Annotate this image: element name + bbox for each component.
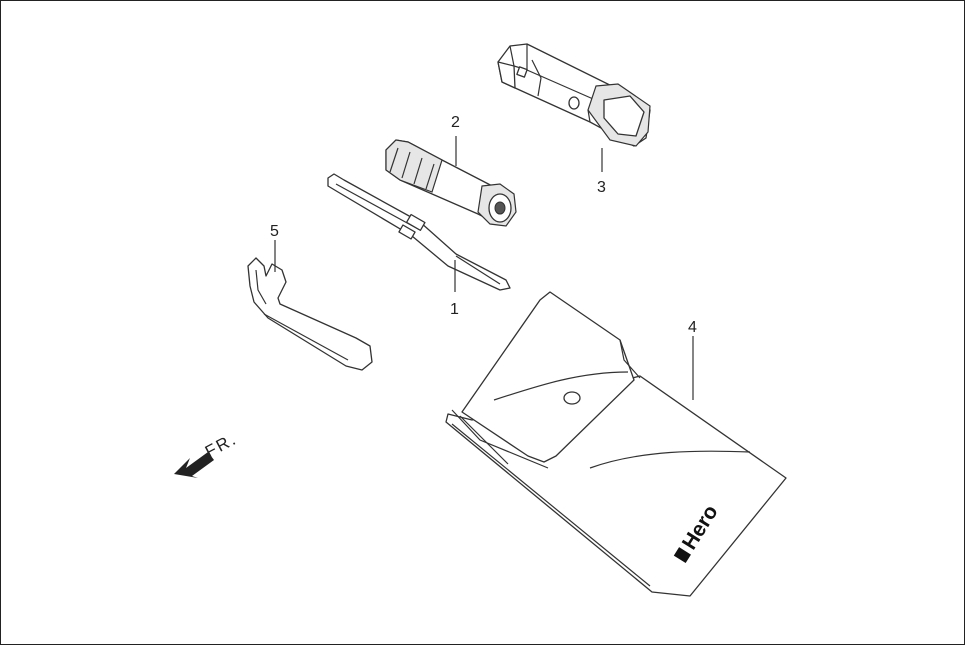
screwdriver-handle-part-2 [385, 139, 517, 227]
box-spanner-part-3 [497, 43, 651, 147]
callout-2: 2 [451, 114, 460, 131]
callout-3: 3 [597, 179, 606, 196]
front-direction-label: FR. [202, 429, 240, 461]
screwdriver-shaft-part-1 [327, 173, 511, 291]
callout-4: 4 [688, 319, 697, 336]
hook-spanner-part-5 [247, 257, 373, 371]
callout-1: 1 [450, 301, 459, 318]
callout-5: 5 [270, 223, 279, 240]
tool-pouch-part-4 [445, 291, 787, 597]
hero-logo-icon [673, 547, 691, 564]
arrow-left-down-icon [174, 452, 214, 478]
